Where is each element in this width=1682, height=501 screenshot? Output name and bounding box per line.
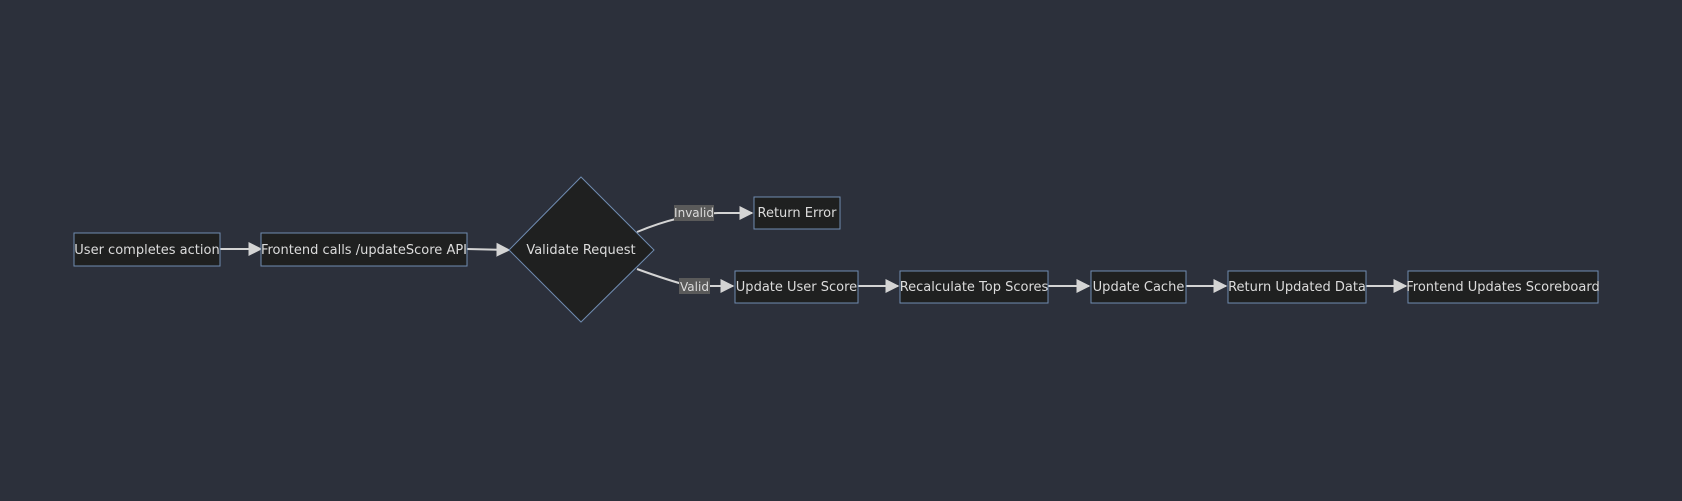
edge-label-invalid: Invalid bbox=[674, 205, 714, 221]
node-frontend-updates-scoreboard: Frontend Updates Scoreboard bbox=[1406, 270, 1600, 304]
node-validate-request: Validate Request bbox=[508, 176, 655, 323]
node-user-completes-action-label: User completes action bbox=[74, 243, 219, 258]
node-return-updated-data: Return Updated Data bbox=[1227, 270, 1367, 304]
node-return-updated-data-label: Return Updated Data bbox=[1228, 280, 1366, 295]
node-update-user-score-label: Update User Score bbox=[736, 280, 857, 295]
node-return-error-label: Return Error bbox=[758, 206, 838, 221]
node-update-cache-label: Update Cache bbox=[1093, 280, 1185, 295]
node-frontend-updates-scoreboard-label: Frontend Updates Scoreboard bbox=[1406, 280, 1599, 295]
node-update-cache: Update Cache bbox=[1090, 270, 1187, 304]
node-user-completes-action: User completes action bbox=[73, 232, 221, 267]
node-recalculate-top-scores: Recalculate Top Scores bbox=[899, 270, 1049, 304]
node-frontend-calls-api-label: Frontend calls /updateScore API bbox=[261, 243, 467, 258]
node-update-user-score: Update User Score bbox=[734, 270, 859, 304]
edge-label-invalid-text: Invalid bbox=[674, 206, 714, 220]
edge-label-valid-text: Valid bbox=[680, 280, 709, 294]
node-recalculate-top-scores-label: Recalculate Top Scores bbox=[900, 280, 1049, 295]
edge-label-valid: Valid bbox=[679, 278, 710, 294]
node-validate-request-label: Validate Request bbox=[526, 243, 635, 258]
node-frontend-calls-api: Frontend calls /updateScore API bbox=[260, 232, 468, 267]
edge-frontend-to-validate bbox=[466, 242, 511, 257]
node-return-error: Return Error bbox=[753, 196, 841, 230]
